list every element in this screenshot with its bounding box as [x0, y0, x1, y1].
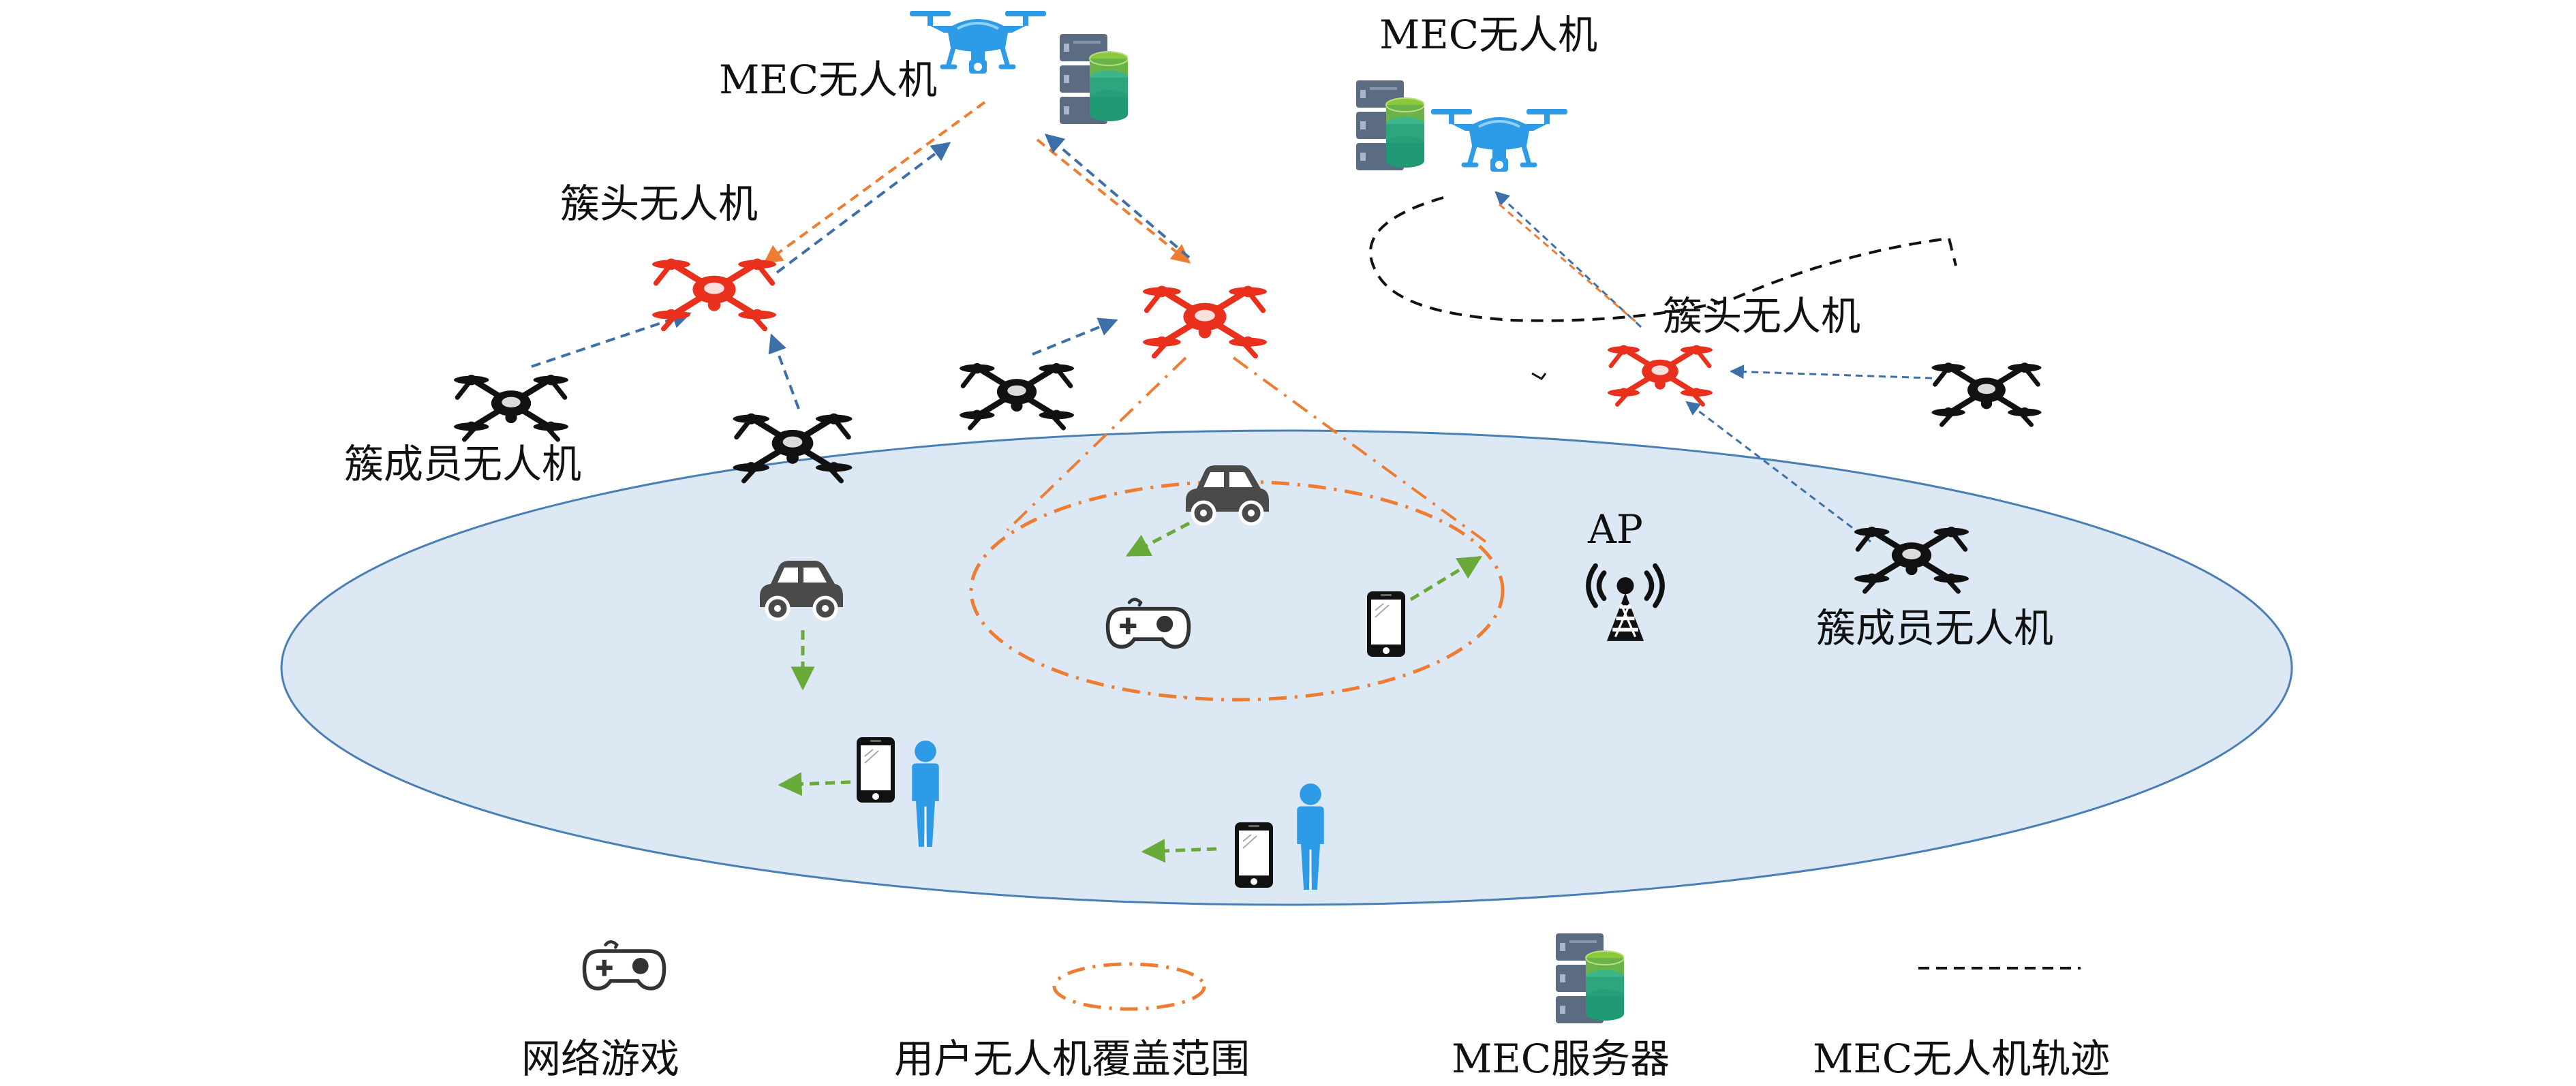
mec-uav-trajectory [1369, 196, 1957, 322]
legend-label-coverage: 用户无人机覆盖范围 [894, 1036, 1251, 1082]
coverage-cone-left [1006, 356, 1187, 531]
link-member2-to-head-left [768, 333, 800, 409]
mec-server-right-server-icon [1356, 80, 1424, 171]
cluster-head-left-drone-icon [652, 259, 776, 329]
mec-server-left-server-icon [1060, 34, 1128, 125]
mec-uav-right-drone-icon [1431, 109, 1567, 172]
legend-label-game: 网络游戏 [521, 1036, 680, 1082]
cluster-member-right1-drone-icon [1932, 362, 2042, 424]
label-cluster-member-right: 簇成员无人机 [1816, 605, 2054, 651]
link-member1-to-head-right [1729, 364, 1933, 379]
link-head-to-mec-left [776, 142, 951, 274]
legend-coverage-swatch [1052, 962, 1206, 1011]
cluster-member-left1-drone-icon [454, 375, 568, 439]
mec-uav-trajectory-tail [1531, 372, 1547, 380]
phone-left1-smartphone-icon [856, 736, 895, 803]
label-mec-uav-left: MEC无人机 [719, 57, 938, 103]
link-member2-to-head-right [1685, 401, 1871, 543]
label-ap: AP [1588, 506, 1643, 553]
link-mec-to-head-left [763, 101, 986, 264]
coverage-cone-right [1232, 356, 1487, 543]
link-head-to-mec-right [1494, 191, 1642, 328]
cluster-head-mid-drone-icon [1143, 286, 1267, 356]
label-mec-uav-right: MEC无人机 [1379, 12, 1598, 58]
label-cluster-head-right: 簇头无人机 [1663, 293, 1861, 339]
cluster-head-right-drone-icon [1608, 345, 1713, 405]
ground-area [280, 429, 2293, 906]
legend-label-mec-server: MEC服务器 [1452, 1036, 1670, 1082]
link-mec-to-head-mid [1036, 138, 1191, 264]
legend-label-trajectory: MEC无人机轨迹 [1813, 1036, 2111, 1082]
legend-gamepad-icon [584, 942, 664, 989]
link-phone1-left [778, 772, 851, 796]
link-mec-to-head-right [1499, 203, 1636, 323]
link-member-to-head-mid [1032, 317, 1118, 356]
legend-server-database-icon [1556, 933, 1624, 1024]
link-car-in-coverage [1125, 521, 1191, 557]
link-member1-to-head-left [531, 309, 692, 368]
label-cluster-head-left: 簇头无人机 [560, 181, 758, 227]
phone-in-coverage-smartphone-icon [1366, 591, 1406, 657]
cluster-member-mid-drone-icon [960, 363, 1074, 428]
link-phone-in-coverage [1409, 555, 1482, 602]
phone-left2-smartphone-icon [1234, 822, 1274, 888]
label-cluster-member-left: 簇成员无人机 [344, 441, 582, 487]
link-phone2-left [1141, 839, 1217, 863]
link-head-to-mec-mid [1044, 134, 1191, 259]
